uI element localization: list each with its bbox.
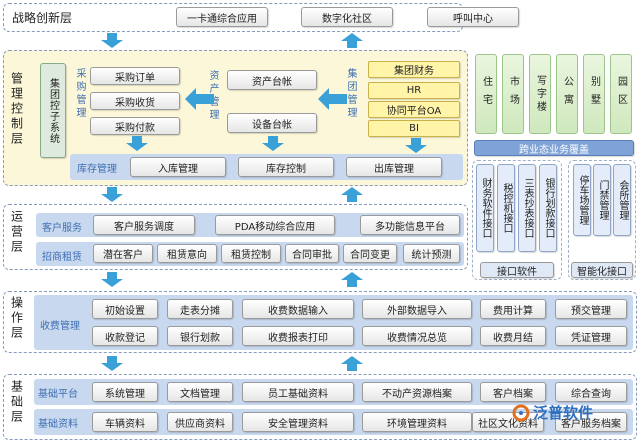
management-layer-label: 管理控制层 (9, 72, 24, 147)
down-arrow-icon (405, 138, 427, 153)
action-layer-label: 操作层 (9, 296, 24, 341)
property-type-villa[interactable]: 别墅 (583, 54, 605, 134)
cross-business-title: 跨业态业务覆盖 (474, 140, 634, 156)
data-label: 基础资料 (38, 419, 78, 430)
real-estate-archive-button[interactable]: 不动产资源档案 (362, 382, 472, 402)
customer-archive-button[interactable]: 客户档案 (480, 382, 546, 402)
external-import-button[interactable]: 外部数据导入 (362, 299, 472, 319)
bank-transfer-button[interactable]: 银行划款 (167, 326, 233, 346)
access-interface[interactable]: 门禁管理 (593, 164, 611, 236)
purchase-receive-button[interactable]: 采购收货 (90, 92, 180, 110)
foundation-layer-label: 基础层 (9, 380, 24, 425)
inventory-control-button[interactable]: 库存控制 (238, 157, 334, 177)
smart-panel (568, 160, 636, 280)
down-arrow-icon (262, 136, 284, 151)
bank-interface[interactable]: 银行划款接口 (539, 164, 557, 252)
group-hr-button[interactable]: HR (368, 82, 460, 99)
group-bi-button[interactable]: BI (368, 120, 460, 137)
statistics-forecast-button[interactable]: 统计预测 (403, 244, 460, 263)
down-arrow-icon (126, 136, 148, 151)
customer-dispatch-button[interactable]: 客户服务调度 (93, 215, 195, 235)
leasing-prospect-button[interactable]: 潜在客户 (93, 244, 153, 263)
equipment-ledger-button[interactable]: 设备台帐 (227, 113, 317, 133)
leasing-intent-button[interactable]: 租赁意向 (157, 244, 217, 263)
strategy-layer-label: 战略创新层 (12, 11, 73, 25)
asset-ledger-button[interactable]: 资产台帐 (227, 70, 317, 90)
leasing-label: 招商租赁 (42, 252, 82, 263)
monthly-close-button[interactable]: 收费月结 (480, 326, 546, 346)
foundation-layer (3, 374, 637, 440)
club-interface[interactable]: 会所管理 (613, 164, 631, 236)
property-type-residential[interactable]: 住宅 (475, 54, 497, 134)
watermark-logo: 泛普软件 (512, 402, 593, 423)
watermark-text: 泛普软件 (533, 404, 594, 422)
up-arrow-icon (341, 356, 363, 371)
down-arrow-icon (101, 187, 123, 202)
contract-approval-button[interactable]: 合同审批 (285, 244, 339, 263)
meter-interface[interactable]: 三表抄表接口 (518, 164, 536, 252)
operation-layer (3, 204, 468, 270)
group-oa-button[interactable]: 协同平台OA (368, 101, 460, 118)
pda-app-button[interactable]: PDA移动综合应用 (215, 215, 335, 235)
property-type-apartment[interactable]: 公寓 (556, 54, 578, 134)
employee-data-button[interactable]: 员工基础资料 (242, 382, 354, 402)
operation-layer-label: 运营层 (9, 210, 24, 255)
receipt-register-button[interactable]: 收款登记 (92, 326, 158, 346)
environment-data-button[interactable]: 环境管理资料 (362, 412, 472, 432)
property-type-park[interactable]: 园区 (610, 54, 632, 134)
left-arrow-icon (185, 88, 214, 110)
contract-change-button[interactable]: 合同变更 (343, 244, 397, 263)
inventory-label: 库存管理 (77, 164, 117, 175)
interface-software-title: 接口软件 (480, 262, 554, 278)
purchase-order-button[interactable]: 采购订单 (90, 67, 180, 85)
smart-interface-title: 智能化接口 (571, 262, 633, 278)
prepay-button[interactable]: 预交管理 (555, 299, 627, 319)
down-arrow-icon (101, 33, 123, 48)
up-arrow-icon (341, 33, 363, 48)
fee-calc-button[interactable]: 费用计算 (480, 299, 546, 319)
service-archive-button[interactable]: 客户服务档案 (555, 412, 627, 432)
parking-interface[interactable]: 停车场管理 (573, 164, 591, 236)
down-arrow-icon (101, 272, 123, 287)
voucher-button[interactable]: 凭证管理 (555, 326, 627, 346)
charge-overview-button[interactable]: 收费情况总览 (362, 326, 472, 346)
charge-report-button[interactable]: 收费报表打印 (242, 326, 354, 346)
interface-panel (472, 160, 562, 280)
swirl-logo-icon (512, 404, 530, 421)
strategy-item-callcenter[interactable]: 呼叫中心 (427, 7, 519, 27)
purchase-label: 采购管理 (74, 68, 85, 120)
group-mgmt-label: 集团管理 (345, 68, 356, 120)
safety-data-button[interactable]: 安全管理资料 (242, 412, 354, 432)
up-arrow-icon (341, 272, 363, 287)
leasing-control-button[interactable]: 租赁控制 (221, 244, 281, 263)
left-arrow-icon (318, 88, 347, 110)
up-arrow-icon (341, 187, 363, 202)
charge-mgmt-label: 收费管理 (40, 321, 80, 332)
purchase-payment-button[interactable]: 采购付款 (90, 117, 180, 135)
down-arrow-icon (101, 356, 123, 371)
vehicle-data-button[interactable]: 车辆资料 (92, 412, 158, 432)
initial-setup-button[interactable]: 初始设置 (92, 299, 158, 319)
platform-label: 基础平台 (38, 389, 78, 400)
group-finance-button[interactable]: 集团财务 (368, 61, 460, 78)
property-type-office[interactable]: 写字楼 (529, 54, 551, 134)
strategy-item-community[interactable]: 数字化社区 (301, 7, 393, 27)
supplier-data-button[interactable]: 供应商资料 (167, 412, 233, 432)
strategy-item-card[interactable]: 一卡通综合应用 (176, 7, 268, 27)
action-layer (3, 291, 637, 353)
tax-interface[interactable]: 税控机接口 (497, 164, 515, 252)
meter-share-button[interactable]: 走表分摊 (167, 299, 233, 319)
outbound-button[interactable]: 出库管理 (346, 157, 442, 177)
group-holding-subsystem[interactable]: 集团控子系统 (40, 63, 66, 158)
document-mgmt-button[interactable]: 文档管理 (167, 382, 233, 402)
customer-service-label: 客户服务 (42, 223, 82, 234)
finance-interface[interactable]: 财务软件接口 (476, 164, 494, 252)
general-query-button[interactable]: 综合查询 (555, 382, 627, 402)
system-mgmt-button[interactable]: 系统管理 (92, 382, 158, 402)
inbound-button[interactable]: 入库管理 (130, 157, 226, 177)
charge-input-button[interactable]: 收费数据输入 (242, 299, 354, 319)
info-platform-button[interactable]: 多功能信息平台 (360, 215, 460, 235)
property-type-market[interactable]: 市场 (502, 54, 524, 134)
